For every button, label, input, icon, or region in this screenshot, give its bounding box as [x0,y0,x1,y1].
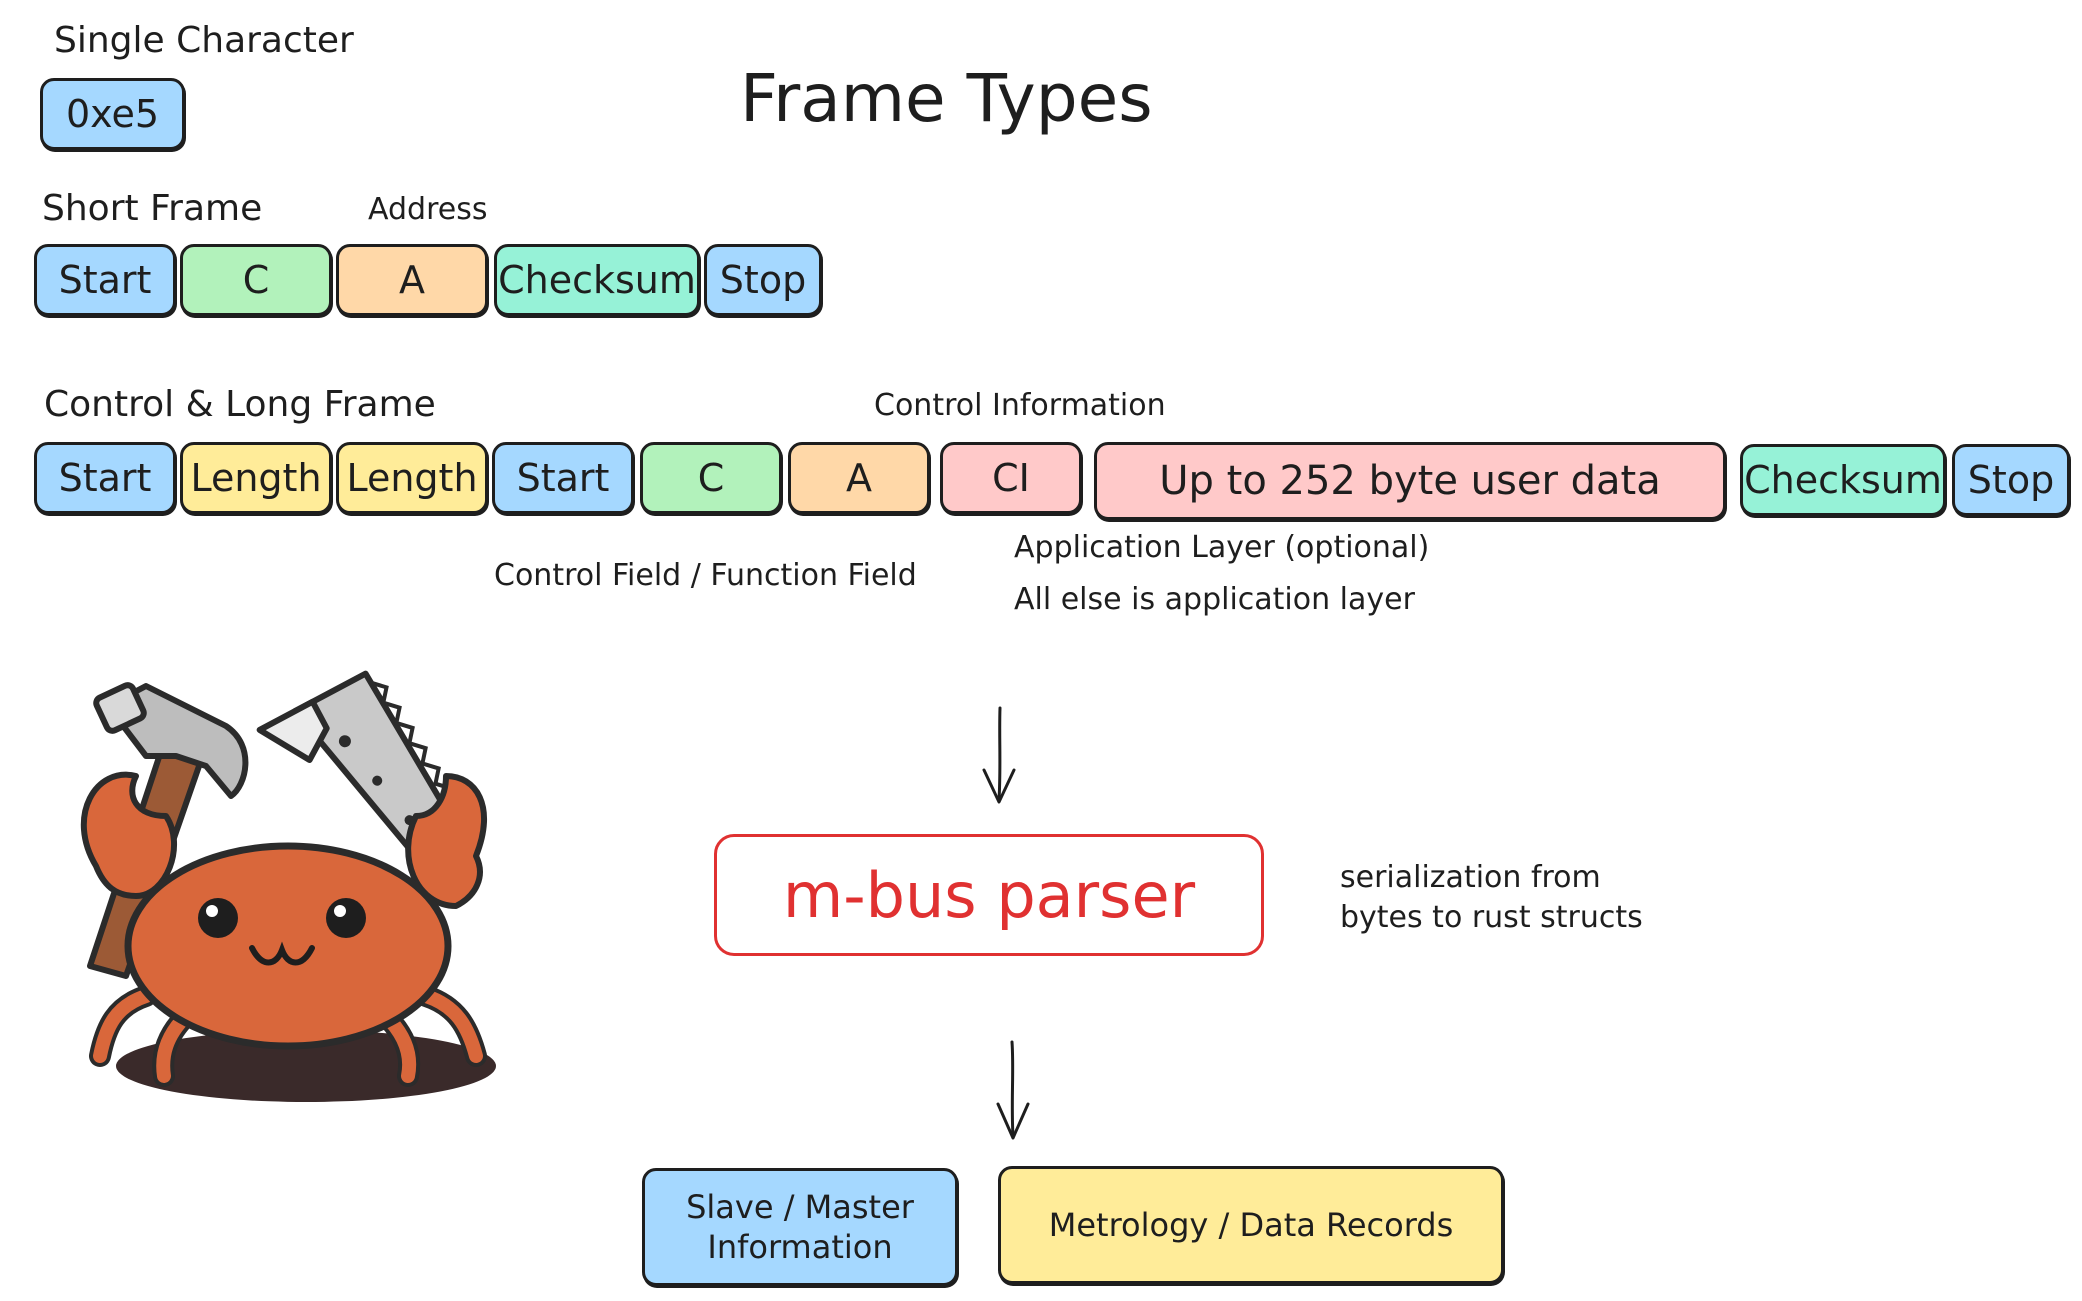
short-frame-field-start: Start [34,244,176,316]
long-frame-field-start-2: Start [492,442,634,514]
down-arrow-icon [994,1040,1034,1140]
long-frame-field-user-data: Up to 252 byte user data [1094,442,1726,520]
single-character-box: 0xe5 [40,78,185,150]
short-frame-field-checksum: Checksum [494,244,700,316]
down-arrow-icon [980,706,1020,806]
long-frame-field-checksum: Checksum [1740,444,1946,516]
short-frame-heading: Short Frame [42,188,263,229]
slave-master-information-box: Slave / Master Information [642,1168,958,1286]
long-frame-field-length-1: Length [180,442,332,514]
parser-note-line2: bytes to rust structs [1340,900,1643,935]
long-frame-field-a: A [788,442,930,514]
long-frame-field-length-2: Length [336,442,488,514]
short-frame-field-c: C [180,244,332,316]
parser-note-line1: serialization from [1340,860,1601,895]
application-else-note: All else is application layer [1014,582,1415,617]
mbus-parser-box: m-bus parser [714,834,1264,956]
single-character-heading: Single Character [54,20,354,61]
metrology-data-records-box: Metrology / Data Records [998,1166,1504,1284]
application-layer-note: Application Layer (optional) [1014,530,1430,565]
long-frame-field-c: C [640,442,782,514]
mbus-parser-label: m-bus parser [782,858,1196,932]
short-frame-field-a: A [336,244,488,316]
slave-master-information-label: Slave / Master Information [686,1188,914,1266]
page-title: Frame Types [740,60,1153,137]
long-frame-field-ci: CI [940,442,1082,514]
control-information-note: Control Information [874,388,1166,423]
control-field-note: Control Field / Function Field [494,558,917,593]
crab-with-hammer-and-saw-icon [56,666,536,1126]
long-frame-field-start-1: Start [34,442,176,514]
short-frame-field-stop: Stop [704,244,822,316]
address-note: Address [368,192,488,227]
long-frame-heading: Control & Long Frame [44,384,436,425]
long-frame-field-stop: Stop [1952,444,2070,516]
